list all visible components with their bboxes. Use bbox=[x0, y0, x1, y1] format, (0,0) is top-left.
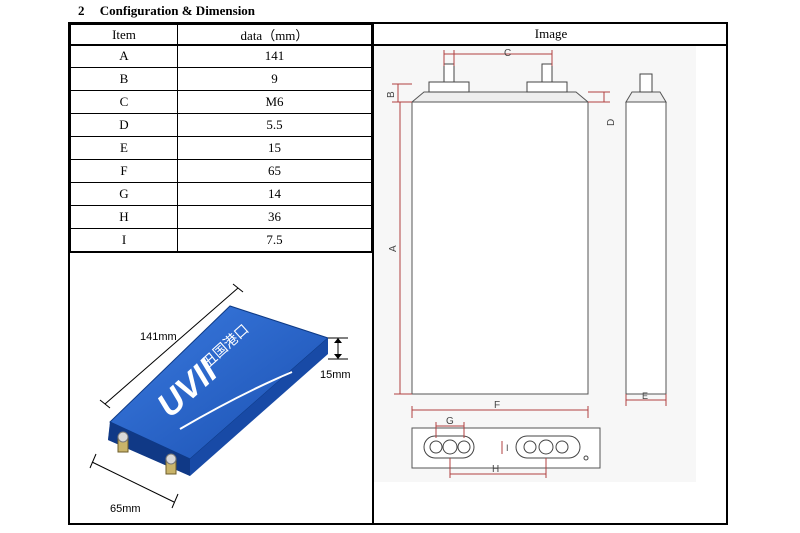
terminal-right bbox=[165, 453, 177, 475]
battery-photo: UVII 丑国港口 141mm 15mm 65mm bbox=[70, 254, 372, 525]
label-e: E bbox=[642, 391, 648, 401]
battery-illustration: UVII 丑国港口 141mm 15mm 65mm bbox=[89, 283, 351, 515]
header-divider bbox=[70, 44, 726, 46]
row-item: A bbox=[70, 44, 178, 68]
row-item: F bbox=[70, 159, 178, 183]
technical-drawing: C B D A E bbox=[374, 46, 728, 525]
row-value: M6 bbox=[177, 90, 372, 114]
terminal-left bbox=[117, 431, 129, 453]
header-data: data（mm） bbox=[177, 24, 372, 45]
label-c: C bbox=[504, 48, 511, 59]
row-value: 14 bbox=[177, 182, 372, 206]
battery-side-face bbox=[190, 338, 328, 476]
label-g: G bbox=[446, 416, 454, 427]
row-item: B bbox=[70, 67, 178, 91]
row-item: I bbox=[70, 228, 178, 253]
height-label: 15mm bbox=[320, 369, 351, 381]
side-view-body bbox=[625, 101, 667, 395]
label-a: A bbox=[388, 245, 399, 252]
row-item: E bbox=[70, 136, 178, 160]
row-value: 65 bbox=[177, 159, 372, 183]
label-d: D bbox=[606, 119, 617, 126]
label-i: I bbox=[506, 443, 509, 453]
row-value: 36 bbox=[177, 205, 372, 229]
front-terminal-right bbox=[541, 63, 553, 85]
header-item: Item bbox=[70, 24, 178, 45]
row-item: C bbox=[70, 90, 178, 114]
front-view-body bbox=[411, 101, 589, 395]
logo-swoosh bbox=[179, 371, 293, 430]
section-number: 2 bbox=[78, 3, 85, 18]
length-label: 141mm bbox=[140, 331, 177, 343]
drawing-svg: C B D A E bbox=[374, 46, 696, 482]
row-item: H bbox=[70, 205, 178, 229]
label-f: F bbox=[494, 400, 500, 411]
width-label: 65mm bbox=[110, 503, 141, 515]
top-view-terminal-right bbox=[515, 435, 581, 459]
table-header-row: Item data（mm） bbox=[70, 24, 372, 45]
row-value: 5.5 bbox=[177, 113, 372, 137]
row-item: G bbox=[70, 182, 178, 206]
row-value: 15 bbox=[177, 136, 372, 160]
front-terminal-left bbox=[443, 63, 455, 85]
header-image: Image bbox=[534, 26, 568, 41]
section-heading: 2 Configuration & Dimension bbox=[78, 3, 255, 19]
row-value: 9 bbox=[177, 67, 372, 91]
top-view-terminal-left bbox=[423, 435, 475, 459]
label-b: B bbox=[386, 91, 397, 98]
column-divider bbox=[372, 24, 374, 523]
section-title: Configuration & Dimension bbox=[99, 3, 256, 18]
row-item: D bbox=[70, 113, 178, 137]
side-terminal bbox=[639, 73, 653, 93]
label-h: H bbox=[492, 464, 499, 475]
row-value: 141 bbox=[177, 44, 372, 68]
row-value: 7.5 bbox=[177, 228, 372, 253]
